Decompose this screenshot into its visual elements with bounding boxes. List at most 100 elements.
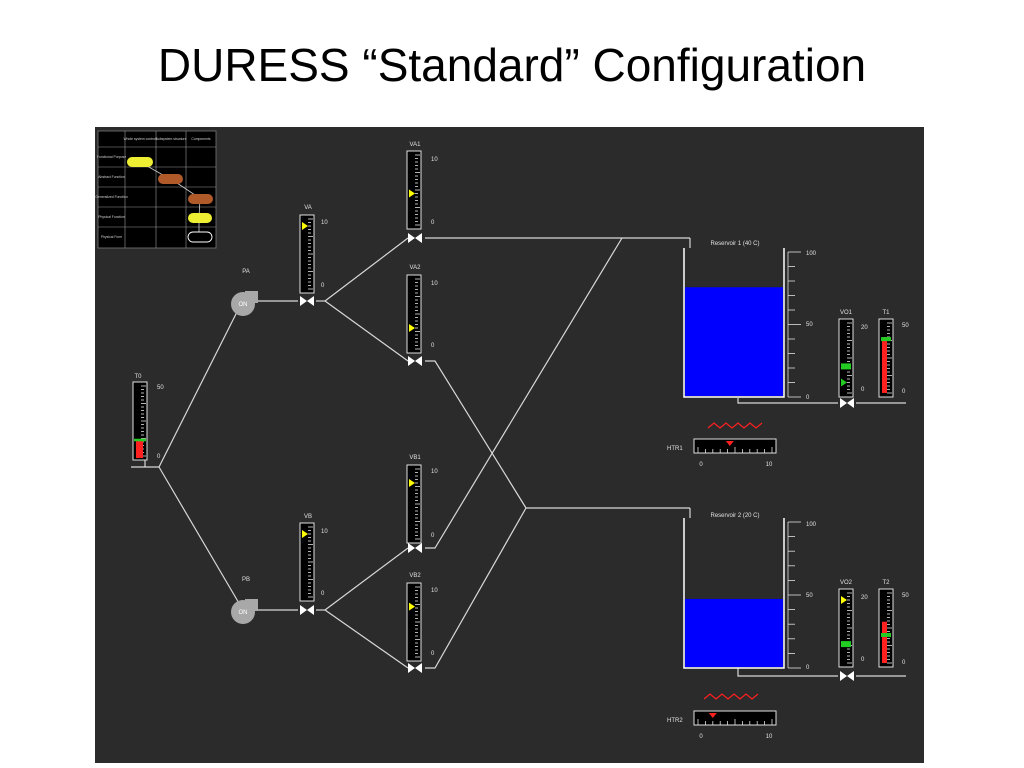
valve-vb1-symbol[interactable] [408,543,422,553]
pump-pb-state: ON [239,610,248,616]
valve-setting-indicator [409,479,415,487]
map-row-header: Abstract Function [98,175,124,179]
slide-title: DURESS “Standard” Configuration [157,39,867,91]
t0-label: T0 [134,374,142,380]
valve-va1-symbol[interactable] [408,233,422,243]
valve-setting-indicator [409,602,415,611]
htr1-setting-marker[interactable] [725,441,734,446]
htr1-min: 0 [699,462,703,468]
htr1-max: 10 [766,462,773,468]
temperature-bar [882,337,887,393]
vo1-max: 20 [861,325,868,331]
map-row-header: Functional Purpose [97,155,126,159]
map-row-header: Generalized Function [95,195,127,199]
t2-max: 50 [902,593,909,599]
pump-pa[interactable]: PA ON [231,269,258,316]
valve-va-label: VA [304,205,312,211]
htr2-min: 0 [699,734,703,740]
pump-pa-label: PA [242,269,250,275]
map-node-abstract-function[interactable] [158,174,183,184]
valve-va-min: 0 [321,283,325,289]
heater-2-coil-icon [703,693,759,700]
valve-vb[interactable]: VB 10 0 [299,514,328,602]
outlet-valve-vo1[interactable]: VO1 20 0 [838,310,868,398]
valve-va2-min: 0 [431,343,435,349]
piping-network [131,237,906,677]
reservoir-2-scale-min: 0 [806,665,810,671]
map-row-header: Physical Function [98,215,125,219]
reservoir-1-scale-max: 100 [806,251,817,257]
map-row-header: Physical Form [101,235,123,239]
reservoir-2-label: Reservoir 2 (20 C) [710,513,759,519]
map-node-functional-purpose[interactable] [127,157,153,167]
valve-vb-symbol[interactable] [300,605,314,615]
valve-setting-indicator [409,324,415,332]
heater-htr2[interactable]: HTR2 0 10 [667,693,777,740]
duress-interface-panel: Whole system controls Subsystem structur… [95,127,924,763]
outlet-setting-indicator [841,596,847,604]
heater-htr1[interactable]: HTR1 0 10 [667,422,777,468]
valve-vb2-symbol[interactable] [408,663,422,673]
htr2-setting-marker[interactable] [708,713,717,718]
valve-va-symbol[interactable] [300,296,314,306]
valve-vb1-min: 0 [431,533,435,539]
map-col-header: Subsystem structure [156,137,187,141]
valve-scale [415,586,420,658]
valve-va1-max: 10 [431,157,438,163]
temperature-t1: T1 50 0 [878,310,909,398]
valve-va2-label: VA2 [410,265,422,271]
valve-vb2-label: VB2 [409,573,421,579]
t0-scale-min: 0 [157,454,161,460]
valve-va2-max: 10 [431,281,438,287]
temperature-setpoint-marker [881,337,891,342]
t1-max: 50 [902,323,909,329]
abstraction-hierarchy-map: Whole system controls Subsystem structur… [95,130,217,249]
outlet-valve-vo2[interactable]: VO2 20 0 [838,580,868,668]
t1-min: 0 [902,389,906,395]
valve-setting-indicator [302,530,308,538]
reservoir-2: Reservoir 2 (20 C) 100 50 0 [683,513,817,671]
valve-va2-symbol[interactable] [408,356,422,366]
pump-pb[interactable]: PB ON [231,577,258,624]
htr2-label: HTR2 [667,718,683,724]
valve-scale [308,218,313,290]
map-node-physical-form[interactable] [187,231,213,243]
reservoir-2-fluid [685,598,783,667]
reservoir-1-scale-mid: 50 [806,322,813,328]
outlet-flow-bar [841,363,851,370]
valve-vb-min: 0 [321,591,325,597]
valve-setting-indicator [409,189,415,198]
map-col-header: Components [191,137,211,141]
map-node-physical-function[interactable] [188,213,212,223]
valve-va[interactable]: VA 10 0 [299,205,328,294]
outlet-setting-indicator [841,378,847,387]
valve-vb2[interactable]: VB2 10 0 [406,573,438,662]
vo2-label: VO2 [840,580,853,586]
map-node-generalized-function[interactable] [188,194,213,204]
vo2-max: 20 [861,595,868,601]
reservoir-1-scale-min: 0 [806,395,810,401]
valve-va2[interactable]: VA2 10 0 [406,265,438,354]
valve-vo1-symbol[interactable] [840,398,854,408]
vo1-label: VO1 [840,310,853,316]
vo2-min: 0 [861,657,865,663]
vo1-min: 0 [861,387,865,393]
valve-vb-max: 10 [321,529,328,535]
valve-va1[interactable]: VA1 10 0 [406,142,438,230]
reservoir-1-fluid [685,287,783,396]
reservoir-1: Reservoir 1 (40 C) 100 50 0 [683,241,817,401]
valve-vb1-max: 10 [431,469,438,475]
valve-vo2-symbol[interactable] [840,671,854,681]
valve-scale [415,468,420,540]
map-col-header: Whole system controls [123,137,157,141]
valve-scale [415,154,420,226]
valve-vb1-label: VB1 [409,455,421,461]
temperature-t2: T2 50 0 [878,580,909,668]
valve-vb1[interactable]: VB1 10 0 [406,455,438,544]
reservoir-1-label: Reservoir 1 (40 C) [710,241,759,247]
valve-symbols [300,233,854,681]
valve-vb2-max: 10 [431,588,438,594]
valve-scale [308,526,313,598]
temperature-setpoint-marker [881,633,891,637]
duress-schematic: Whole system controls Subsystem structur… [95,130,909,740]
